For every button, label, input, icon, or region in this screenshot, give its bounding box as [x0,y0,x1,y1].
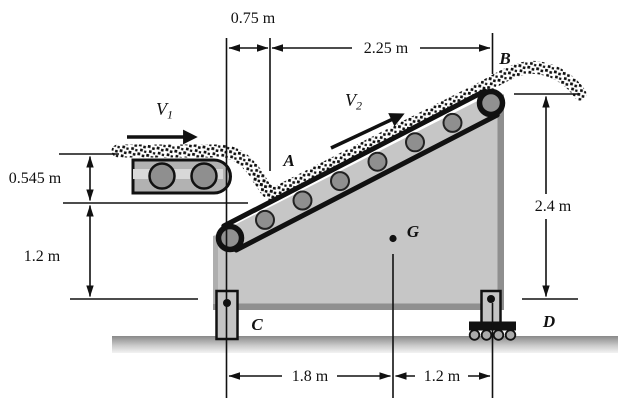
dim-top-span: 2.25 m [364,40,409,57]
body-left-edge [213,236,218,304]
label-support-c: C [251,315,263,334]
dimension-arrows [86,44,550,380]
label-point-a: A [282,151,294,170]
pin-d-icon [487,295,495,303]
feed-belt-stripe [133,169,223,179]
material-splash [252,174,278,198]
label-support-d: D [542,312,555,331]
dim-right-height: 2.4 m [535,198,572,215]
dim-top-offset: 0.75 m [231,10,276,27]
dim-bottom-left: 1.8 m [292,368,329,385]
dim-left-lower: 1.2 m [24,248,61,265]
dim-bottom-right: 1.2 m [424,368,461,385]
top-pulley-icon [476,88,506,118]
ground-strip [112,336,618,353]
body-panel [213,91,504,310]
label-point-b: B [498,49,510,68]
extension-lines [59,33,578,398]
roller-wheels-icon [468,329,517,341]
dim-left-drop: 0.545 m [9,170,62,187]
feed-roller-icon [190,162,218,190]
bottom-pulley-icon [215,223,245,253]
feed-roller-icon [148,162,176,190]
machine-body [213,91,504,310]
material-stream [111,60,587,203]
label-v1: V1 [156,99,173,122]
feed-conveyor [131,158,232,195]
material-path [111,60,587,203]
belt-bottom-line [233,112,500,253]
label-center-g: G [407,222,420,241]
v2-arrow-icon [330,113,405,150]
incline-rollers [255,112,463,230]
center-of-gravity-dot [389,234,397,243]
label-v2: V2 [345,90,362,113]
